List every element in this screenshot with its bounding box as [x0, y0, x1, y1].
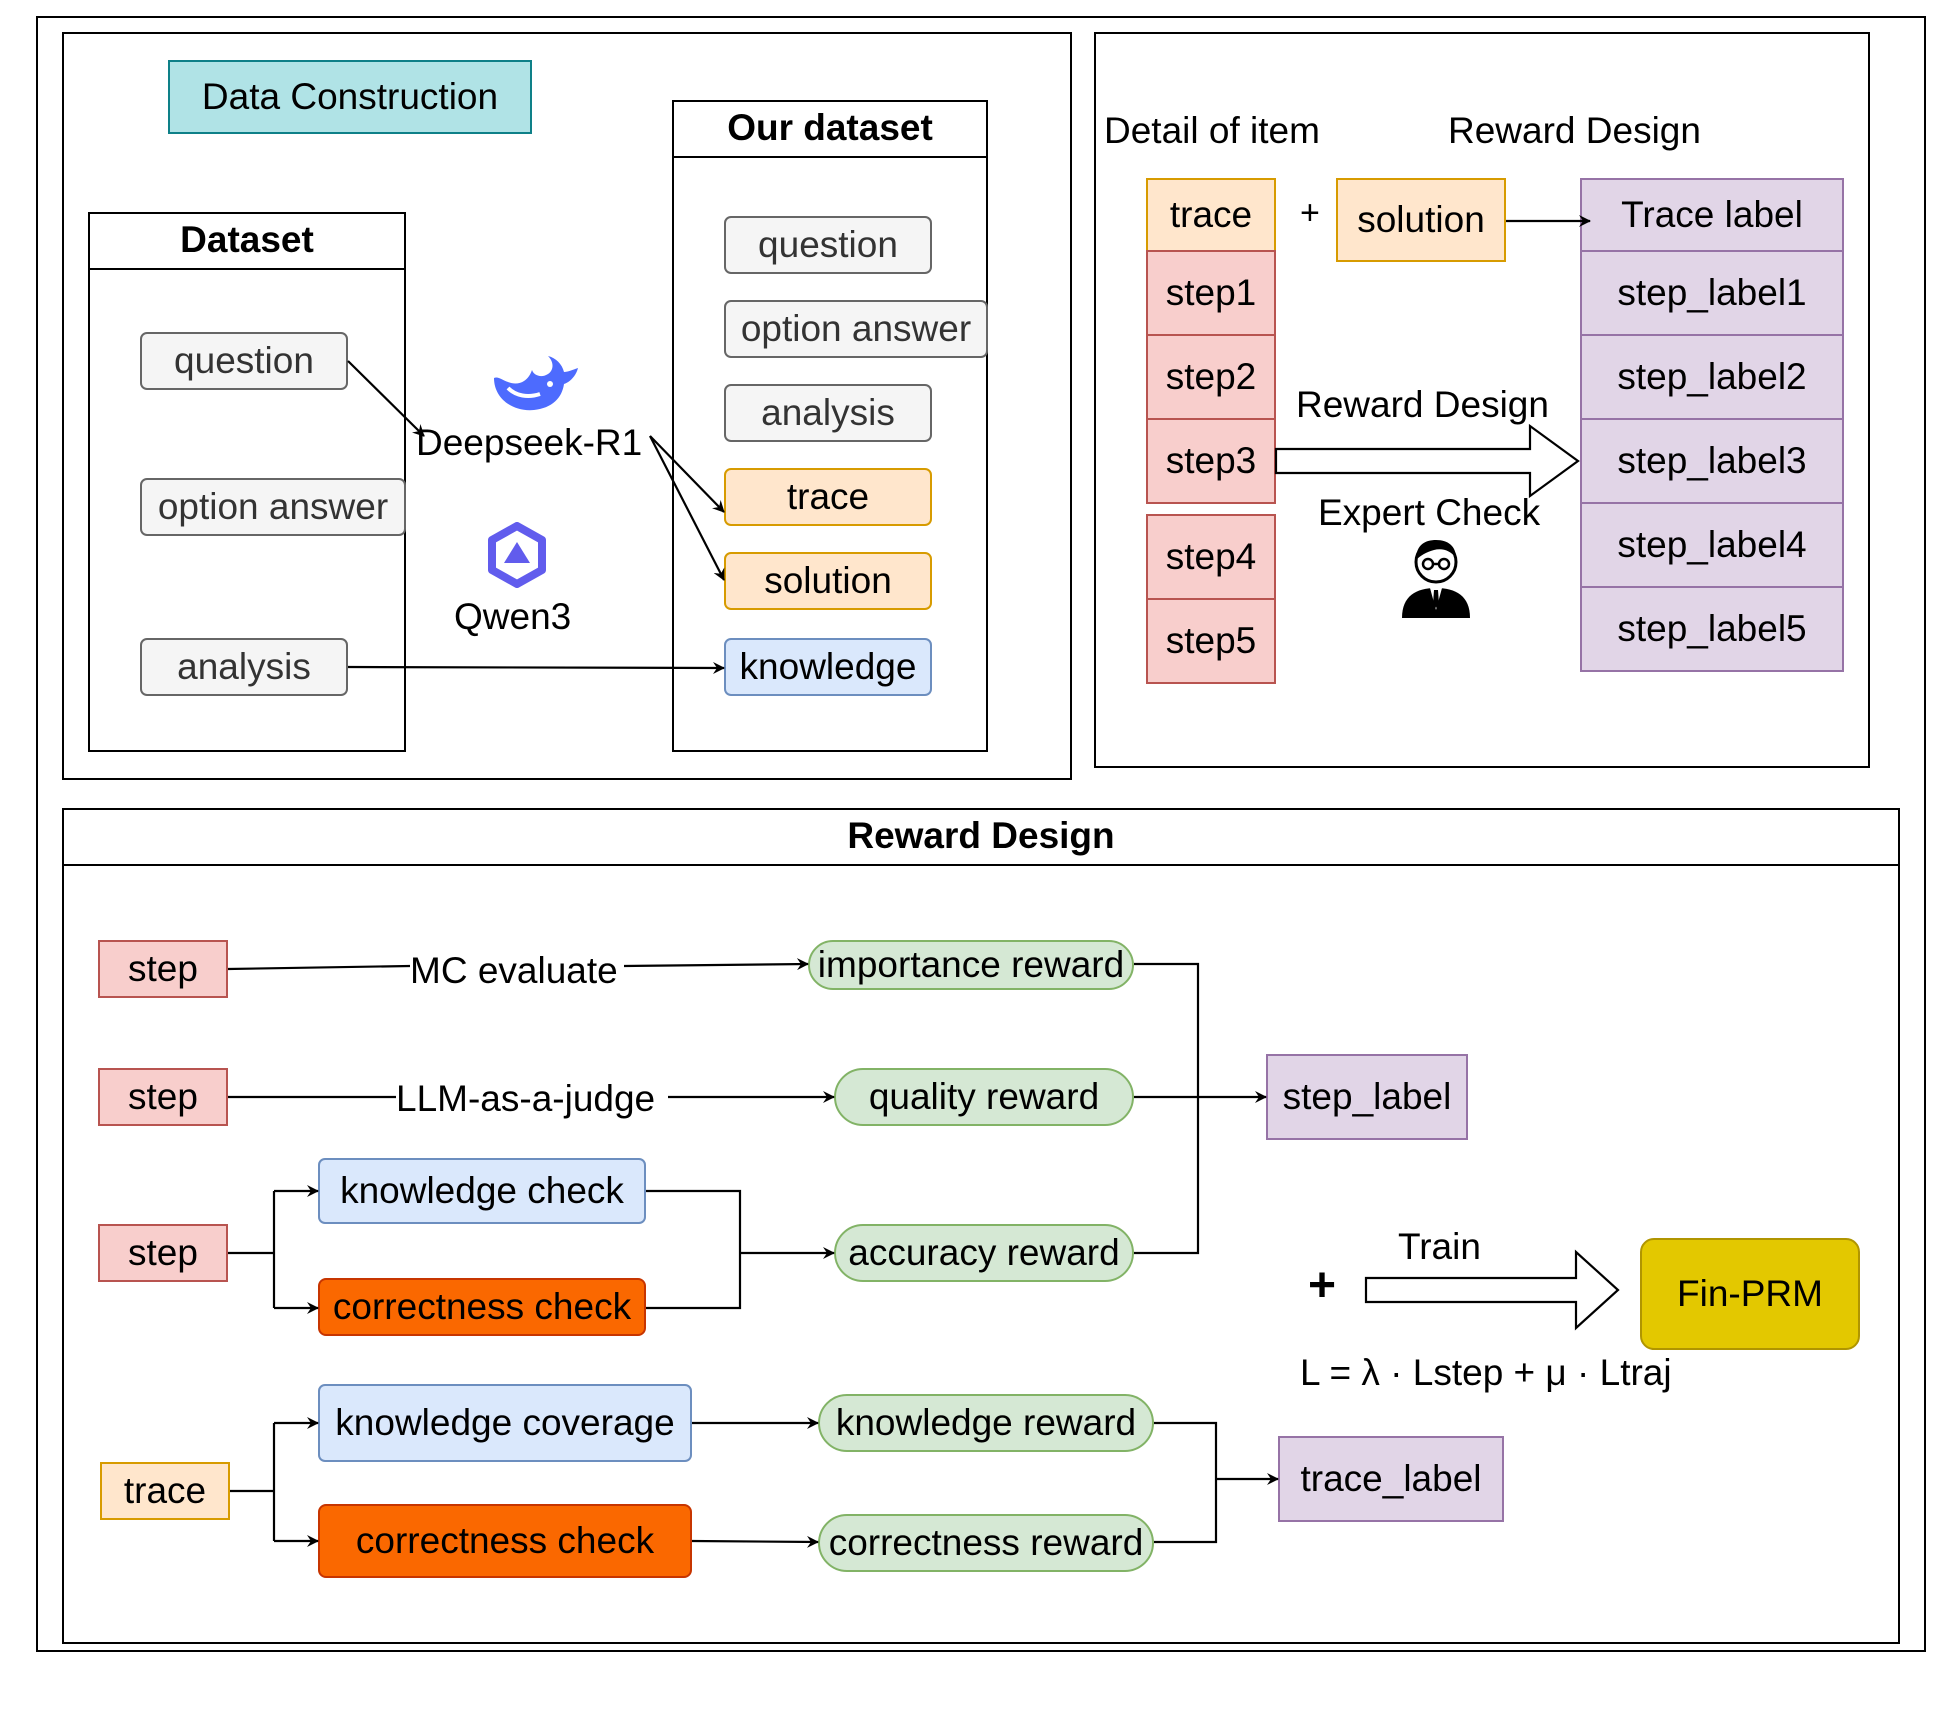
knowledge-coverage: knowledge coverage	[318, 1384, 692, 1462]
reward-design-title: Reward Design	[62, 808, 1900, 866]
reward-row2-method: LLM-as-a-judge	[396, 1078, 656, 1119]
step-label-box: step_label	[1266, 1054, 1468, 1140]
detail-step-label5: step_label5	[1580, 586, 1844, 672]
reward-design-panel	[62, 808, 1900, 1644]
dataset-item-analysis: analysis	[140, 638, 348, 696]
deepseek-whale-icon	[494, 356, 578, 411]
reward-row2-step: step	[98, 1068, 228, 1126]
detail-reward-header: Reward Design	[1448, 110, 1701, 151]
detail-header: Detail of item	[1104, 110, 1320, 151]
detail-step4: step4	[1146, 514, 1276, 600]
quality-reward: quality reward	[834, 1068, 1134, 1126]
correctness-check-trace: correctness check	[318, 1504, 692, 1578]
fin-prm-model: Fin-PRM	[1640, 1238, 1860, 1350]
dataset-item-question: question	[140, 332, 348, 390]
outer-frame	[36, 16, 1926, 1652]
loss-formula: L = λ · Lstep + μ · Ltraj	[1300, 1352, 1672, 1393]
trace-label-box: trace_label	[1278, 1436, 1504, 1522]
detail-step2: step2	[1146, 334, 1276, 420]
our-dataset-table	[672, 100, 988, 752]
detail-plus: +	[1300, 194, 1320, 232]
our-item-option-answer: option answer	[724, 300, 988, 358]
detail-step-label1: step_label1	[1580, 250, 1844, 336]
detail-step-label2: step_label2	[1580, 334, 1844, 420]
model-deepseek-label: Deepseek-R1	[416, 422, 643, 463]
detail-arrow-top-label: Reward Design	[1296, 384, 1549, 425]
our-item-knowledge: knowledge	[724, 638, 932, 696]
correctness-reward: correctness reward	[818, 1514, 1154, 1572]
detail-solution: solution	[1336, 178, 1506, 262]
our-item-question: question	[724, 216, 932, 274]
train-label: Train	[1398, 1226, 1481, 1267]
correctness-check-step: correctness check	[318, 1278, 646, 1336]
our-item-solution: solution	[724, 552, 932, 610]
detail-step-label3: step_label3	[1580, 418, 1844, 504]
dataset-header: Dataset	[88, 212, 406, 270]
reward-row1-method: MC evaluate	[410, 950, 618, 991]
dataset-item-option-answer: option answer	[140, 478, 406, 536]
detail-panel	[1094, 32, 1870, 768]
knowledge-reward: knowledge reward	[818, 1394, 1154, 1452]
detail-step1: step1	[1146, 250, 1276, 336]
our-item-trace: trace	[724, 468, 932, 526]
reward-row3-step: step	[98, 1224, 228, 1282]
detail-step-label4: step_label4	[1580, 502, 1844, 588]
accuracy-reward: accuracy reward	[834, 1224, 1134, 1282]
our-dataset-header: Our dataset	[672, 100, 988, 158]
expert-person-icon	[1402, 540, 1470, 618]
model-qwen-label: Qwen3	[454, 596, 572, 637]
detail-trace-label: Trace label	[1580, 178, 1844, 252]
knowledge-check: knowledge check	[318, 1158, 646, 1224]
importance-reward: importance reward	[808, 940, 1134, 990]
detail-trace: trace	[1146, 178, 1276, 252]
reward-row1-step: step	[98, 940, 228, 998]
detail-step5: step5	[1146, 598, 1276, 684]
detail-arrow-bottom-label: Expert Check	[1318, 492, 1541, 533]
reward-row4-trace: trace	[100, 1462, 230, 1520]
data-construction-panel	[62, 32, 1072, 780]
our-item-analysis: analysis	[724, 384, 932, 442]
detail-step3: step3	[1146, 418, 1276, 504]
train-plus: +	[1308, 1259, 1337, 1312]
qwen-logo-icon	[488, 522, 546, 588]
data-construction-title: Data Construction	[168, 60, 532, 134]
